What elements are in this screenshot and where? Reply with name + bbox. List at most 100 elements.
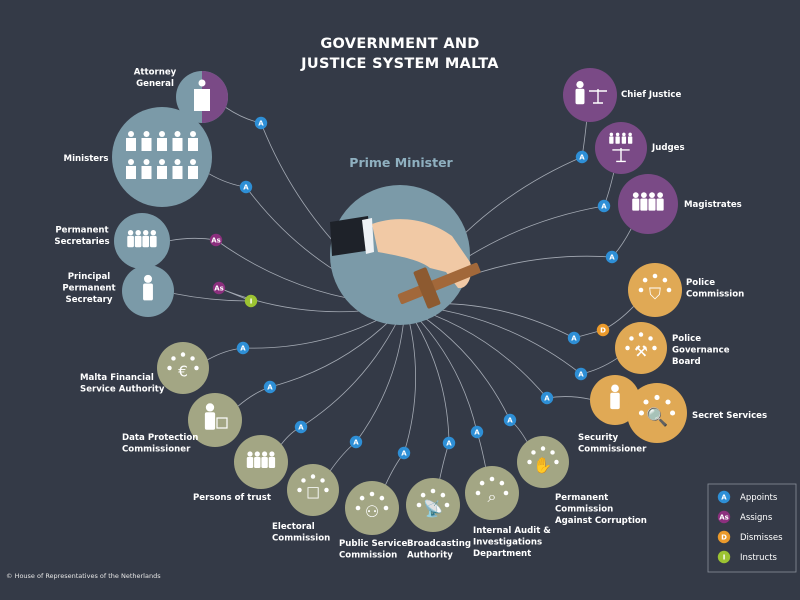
badge-code: A xyxy=(474,429,480,437)
node-circle xyxy=(157,342,209,394)
badge-code: A xyxy=(544,395,550,403)
node-label: Permanent xyxy=(55,226,108,236)
person-body xyxy=(621,136,627,144)
badge-circle xyxy=(397,446,411,460)
person-head xyxy=(649,192,655,198)
person-icon xyxy=(143,274,153,301)
node-label: Principal xyxy=(68,272,111,282)
lock xyxy=(216,417,228,429)
person-head xyxy=(205,403,215,412)
euro-building-icon: € xyxy=(167,352,199,381)
small-person xyxy=(383,505,389,511)
person-scales-icon xyxy=(575,80,607,105)
badge-code: A xyxy=(446,440,452,448)
small-person xyxy=(638,287,644,293)
node-label: Data Protection xyxy=(122,433,198,443)
small-person xyxy=(652,273,658,279)
lectern xyxy=(126,138,136,151)
small-person xyxy=(643,399,649,405)
small-person xyxy=(355,505,361,511)
legend-badge xyxy=(717,490,731,504)
person-head xyxy=(622,132,626,137)
minister-head xyxy=(174,131,181,137)
small-person xyxy=(554,459,559,465)
badge-as: As xyxy=(209,233,223,247)
person-head xyxy=(641,192,647,198)
person-body xyxy=(127,235,134,248)
small-person xyxy=(503,490,509,496)
badge-circle xyxy=(470,425,484,439)
small-person xyxy=(489,476,495,482)
small-person xyxy=(499,480,505,486)
scales xyxy=(589,89,607,104)
ballot-box-icon: ☐ xyxy=(297,474,329,503)
people-group-icon xyxy=(127,230,157,248)
node-label: Attorney xyxy=(134,68,177,78)
node-label: Commission xyxy=(272,534,330,544)
node-label: Magistrates xyxy=(684,200,742,210)
node-label: Department xyxy=(473,549,531,559)
person-body xyxy=(640,198,648,211)
node-label: Permanent xyxy=(555,493,608,503)
person-body xyxy=(656,198,664,211)
node-label: Security xyxy=(578,433,619,443)
legend-badge xyxy=(717,530,731,544)
badge-as: As xyxy=(212,281,226,295)
person-head xyxy=(657,192,663,198)
badge-circle xyxy=(294,420,308,434)
node-label: Board xyxy=(672,357,701,367)
lectern-speaker-icon xyxy=(194,79,210,111)
small-person xyxy=(670,410,676,416)
person-head xyxy=(143,230,149,236)
badge-i: I xyxy=(244,294,258,308)
small-person xyxy=(440,492,446,498)
node-label: General xyxy=(136,79,174,89)
person-body xyxy=(142,235,150,248)
icon-glyph: ⛉ xyxy=(649,284,661,303)
small-person xyxy=(648,336,653,341)
node-label: Judges xyxy=(651,143,685,153)
connection-security-commissioner xyxy=(404,304,591,400)
node-label: Secretary xyxy=(66,295,113,305)
connection-police-governance-board xyxy=(404,304,618,375)
icon-glyph: ⚒ xyxy=(634,343,648,361)
node-label: Ministers xyxy=(64,154,109,164)
copyright: © House of Representatives of the Nether… xyxy=(6,572,161,580)
title-line-1: GOVERNMENT AND xyxy=(320,36,479,52)
small-person xyxy=(652,345,657,351)
small-person xyxy=(540,446,546,451)
hand-holding-gavel-icon xyxy=(330,216,481,309)
badge-a: A xyxy=(574,367,588,381)
badge-circle xyxy=(596,323,610,337)
legend-box xyxy=(707,483,797,573)
small-person xyxy=(638,410,644,416)
legend-code: As xyxy=(719,514,729,522)
magnifier-document-icon: ⌕ xyxy=(475,476,509,506)
handshake-money-icon: ✋ xyxy=(527,446,559,475)
gavel-icon: ⚒ xyxy=(625,332,657,361)
lectern xyxy=(172,166,183,179)
connection-mfsa xyxy=(207,304,406,361)
connection-data-protection xyxy=(237,304,406,407)
small-person xyxy=(379,495,385,501)
node-secret-services: 🔍Secret Services xyxy=(627,383,767,443)
badge-a: A xyxy=(540,391,554,405)
person-head xyxy=(576,80,584,89)
small-person xyxy=(171,356,176,361)
legend-badge xyxy=(717,550,731,564)
badge-code: A xyxy=(507,417,513,425)
node-label: Public Service xyxy=(339,539,407,549)
badge-code: A xyxy=(578,371,584,379)
badge-circle xyxy=(212,281,226,295)
legend-code: I xyxy=(723,554,726,562)
small-person xyxy=(550,450,555,455)
person-body xyxy=(204,412,216,430)
minister-head xyxy=(159,131,165,137)
speaker-head xyxy=(198,79,206,87)
